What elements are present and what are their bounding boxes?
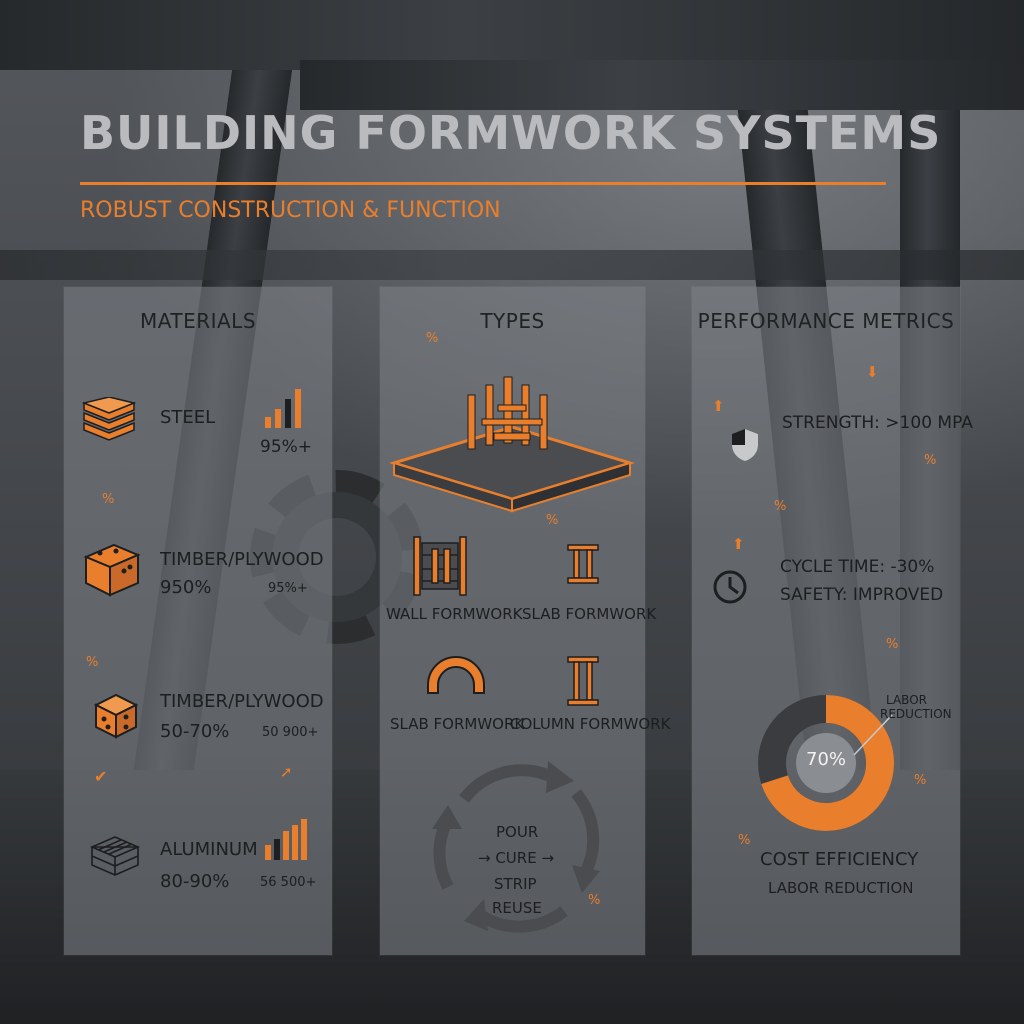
- donut-value-label: 70%: [806, 749, 847, 770]
- wall-formwork-icon: [413, 536, 467, 596]
- signal-bars-icon: [265, 819, 307, 860]
- cycle-step-strip: STRIP: [494, 875, 537, 893]
- materials-panel: MATERIALS STEEL 95%+ % TIMBER/PLYWOOD 95…: [64, 287, 332, 955]
- wood-block-icon: [83, 543, 141, 597]
- types-panel: TYPES % % WALL FORMWORK: [380, 287, 671, 955]
- material-value-timber-2: 50 900+: [262, 725, 319, 740]
- labor-reduction-label: LABOR REDUCTION: [768, 879, 914, 897]
- type-label-slab-1: SLAB FORMWORK: [522, 605, 657, 623]
- page-title: BUILDING FORMWORK SYSTEMS: [80, 106, 942, 160]
- types-title: TYPES: [480, 309, 545, 333]
- layered-plates-icon: [82, 397, 136, 441]
- column-pillar-icon: [567, 656, 599, 706]
- type-label-column: COLUMN FORMWORK: [510, 715, 671, 733]
- donut-callout-line2: REDUCTION: [880, 707, 952, 721]
- donut-value-arc: [761, 695, 894, 831]
- formwork-platform-icon: [390, 376, 635, 513]
- cycle-step-pour: POUR: [496, 823, 539, 841]
- metrics-title: PERFORMANCE METRICS: [697, 309, 955, 333]
- clock-icon: [713, 570, 747, 604]
- plywood-cube-icon: [93, 693, 139, 739]
- material-value-timber-1: 95%+: [268, 581, 308, 596]
- page-subtitle: ROBUST CONSTRUCTION & FUNCTION: [80, 198, 501, 223]
- metric-cycle-time: CYCLE TIME: -30%: [780, 557, 935, 577]
- material-value-steel: 95%+: [260, 437, 313, 457]
- material-value-aluminum: 56 500+: [260, 875, 317, 890]
- cost-efficiency-label: COST EFFICIENCY: [760, 849, 919, 870]
- material-name-steel: STEEL: [160, 407, 216, 428]
- donut-callout-line1: LABOR: [886, 693, 927, 707]
- shield-icon: [732, 429, 758, 461]
- title-underline: [80, 182, 886, 185]
- material-name-timber-1: TIMBER/PLYWOOD: [160, 549, 324, 570]
- material-range-aluminum: 80-90%: [160, 871, 230, 892]
- cycle-step-reuse: REUSE: [492, 899, 542, 917]
- material-range-timber-1: 950%: [160, 577, 212, 598]
- material-name-timber-2: TIMBER/PLYWOOD: [160, 691, 324, 712]
- column-pillar-icon: [567, 544, 599, 584]
- arch-icon: [427, 656, 485, 694]
- labor-reduction-donut: [758, 695, 894, 831]
- metrics-panel: PERFORMANCE METRICS ⬇ ⬆ STRENGTH: >100 M…: [692, 287, 973, 955]
- material-range-timber-2: 50-70%: [160, 721, 230, 742]
- type-label-slab-2: SLAB FORMWORK: [390, 715, 525, 733]
- materials-title: MATERIALS: [139, 309, 257, 333]
- material-name-aluminum: ALUMINUM: [160, 839, 258, 860]
- cycle-arrows-icon: [432, 761, 600, 933]
- cycle-step-cure: → CURE →: [478, 849, 555, 867]
- signal-bars-icon: [265, 389, 301, 428]
- type-label-wall: WALL FORMWORK: [386, 605, 523, 623]
- metric-safety: SAFETY: IMPROVED: [780, 585, 944, 605]
- metric-strength: STRENGTH: >100 MPA: [782, 413, 973, 433]
- lattice-frame-icon: [89, 836, 141, 876]
